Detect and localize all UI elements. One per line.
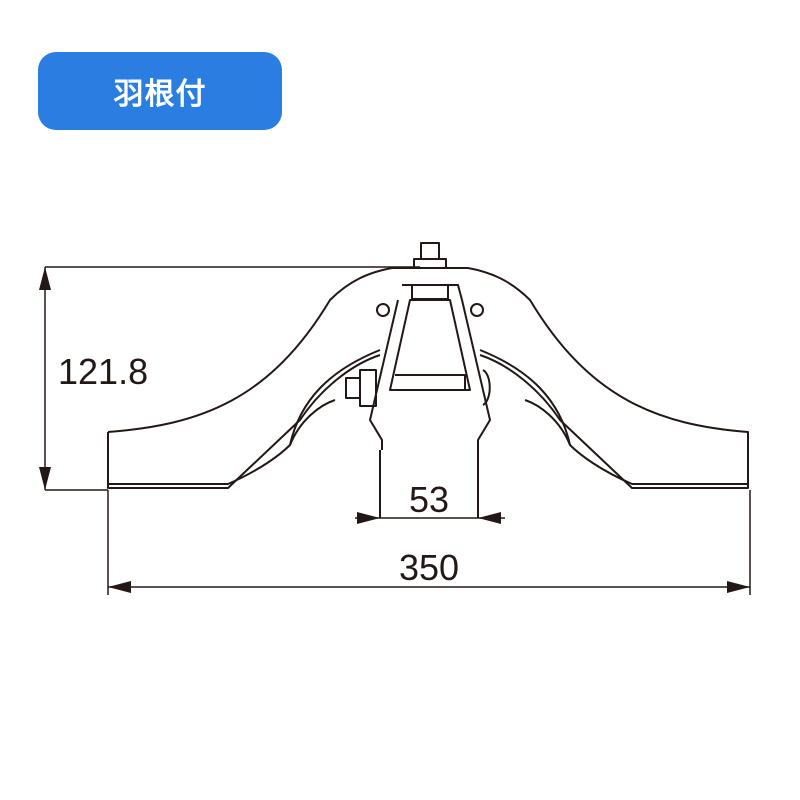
wing-inner	[108, 349, 748, 485]
pipe-diameter-label: 53	[409, 479, 449, 520]
plate-outline	[107, 267, 749, 489]
bolt-hole-right	[470, 303, 484, 317]
width-label: 350	[399, 547, 459, 588]
category-badge: 羽根付	[38, 52, 282, 130]
dimension-arrows	[39, 267, 750, 593]
top-bolt	[420, 242, 440, 260]
side-bolt	[345, 377, 361, 399]
height-label: 121.8	[58, 351, 148, 392]
clamp	[369, 284, 491, 450]
pipe	[379, 450, 479, 518]
badge-label: 羽根付	[113, 77, 207, 112]
bolt-hole-left	[376, 303, 390, 317]
